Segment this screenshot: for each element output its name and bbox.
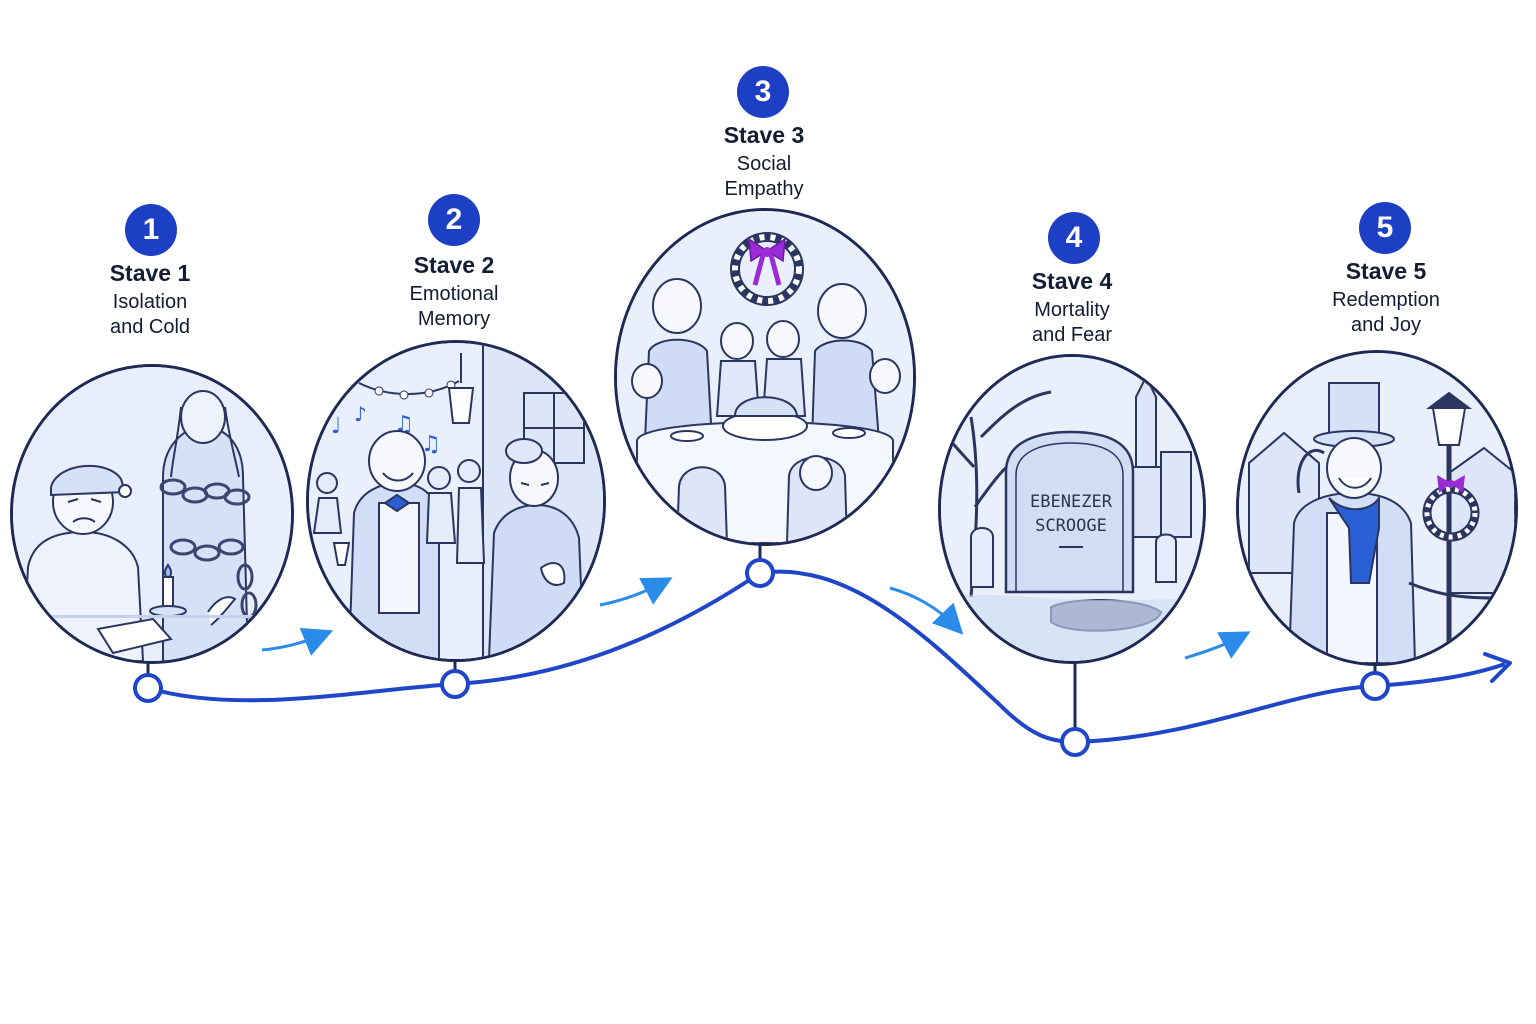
stave-subtitle-line: and Joy bbox=[1350, 314, 1422, 336]
stave-number-badge: 3 bbox=[737, 66, 789, 118]
blue-scarf bbox=[1328, 494, 1380, 584]
node-2 bbox=[440, 669, 470, 699]
progress-arrow-icon bbox=[599, 577, 673, 607]
stave-subtitle: Isolation and Cold bbox=[40, 290, 260, 340]
stave-title: Stave 2 bbox=[413, 252, 495, 278]
svg-text:♫: ♫ bbox=[421, 432, 441, 457]
scene-memory-illustration: ♩ ♪ ♫ ♫ bbox=[306, 340, 606, 662]
gravestone: EBENEZER SCROOGE bbox=[1004, 430, 1135, 594]
scene-empathy-illustration bbox=[614, 208, 916, 546]
stave-subtitle-line: Redemption bbox=[1332, 289, 1440, 311]
node-4 bbox=[1060, 727, 1090, 757]
stave-subtitle-line: Emotional bbox=[409, 283, 499, 305]
stave-title: Stave 1 bbox=[109, 260, 191, 286]
svg-text:♩: ♩ bbox=[331, 414, 341, 439]
stave-number-badge: 1 bbox=[125, 204, 177, 256]
arc-line bbox=[147, 569, 1506, 745]
stave-number-badge: 4 bbox=[1048, 212, 1100, 264]
stave-subtitle: Redemption and Joy bbox=[1276, 288, 1496, 338]
stave-subtitle-line: Memory bbox=[417, 308, 491, 330]
fezziwig-figure bbox=[332, 430, 440, 659]
stave-title: Stave 4 bbox=[1031, 268, 1113, 294]
stave-subtitle: Emotional Memory bbox=[344, 282, 564, 332]
wreath-icon bbox=[1422, 475, 1480, 542]
chain-icon bbox=[159, 478, 258, 619]
stave-subtitle: Mortality and Fear bbox=[962, 298, 1182, 348]
gravestone-line-1: EBENEZER bbox=[1030, 492, 1113, 512]
bare-tree bbox=[941, 390, 1052, 598]
lamp-post-icon bbox=[1426, 391, 1472, 653]
scene-redemption-illustration bbox=[1236, 350, 1518, 666]
stave-subtitle: Social Empathy bbox=[654, 152, 874, 202]
node-1 bbox=[133, 673, 163, 703]
wreath-icon bbox=[730, 232, 804, 306]
svg-text:♪: ♪ bbox=[354, 402, 367, 426]
gravestone-line-2: SCROOGE bbox=[1035, 516, 1107, 536]
progress-arrow-icon bbox=[889, 586, 964, 635]
progress-arrow-icon bbox=[1184, 631, 1251, 660]
stave-subtitle-line: Social bbox=[736, 153, 792, 175]
stave-subtitle-line: Mortality bbox=[1034, 299, 1110, 321]
stave-number-badge: 2 bbox=[428, 194, 480, 246]
stave-subtitle-line: and Fear bbox=[1031, 324, 1113, 346]
scene-isolation-illustration bbox=[10, 364, 294, 664]
stave-subtitle-line: Empathy bbox=[724, 178, 804, 200]
stave-number-badge: 5 bbox=[1359, 202, 1411, 254]
ledger-book bbox=[96, 617, 173, 655]
stave-subtitle-line: Isolation bbox=[112, 291, 188, 313]
timeline-arrow-icon bbox=[1483, 652, 1512, 683]
stave-title: Stave 5 bbox=[1345, 258, 1427, 284]
scene-mortality-illustration: EBENEZER SCROOGE bbox=[938, 354, 1206, 664]
progress-arrow-icon bbox=[261, 627, 334, 656]
stave-title: Stave 3 bbox=[723, 122, 805, 148]
stave-subtitle-line: and Cold bbox=[109, 316, 191, 338]
node-3 bbox=[745, 558, 775, 588]
node-5 bbox=[1360, 671, 1390, 701]
lantern-icon bbox=[447, 353, 475, 424]
joyful-scrooge-figure bbox=[1287, 382, 1495, 663]
